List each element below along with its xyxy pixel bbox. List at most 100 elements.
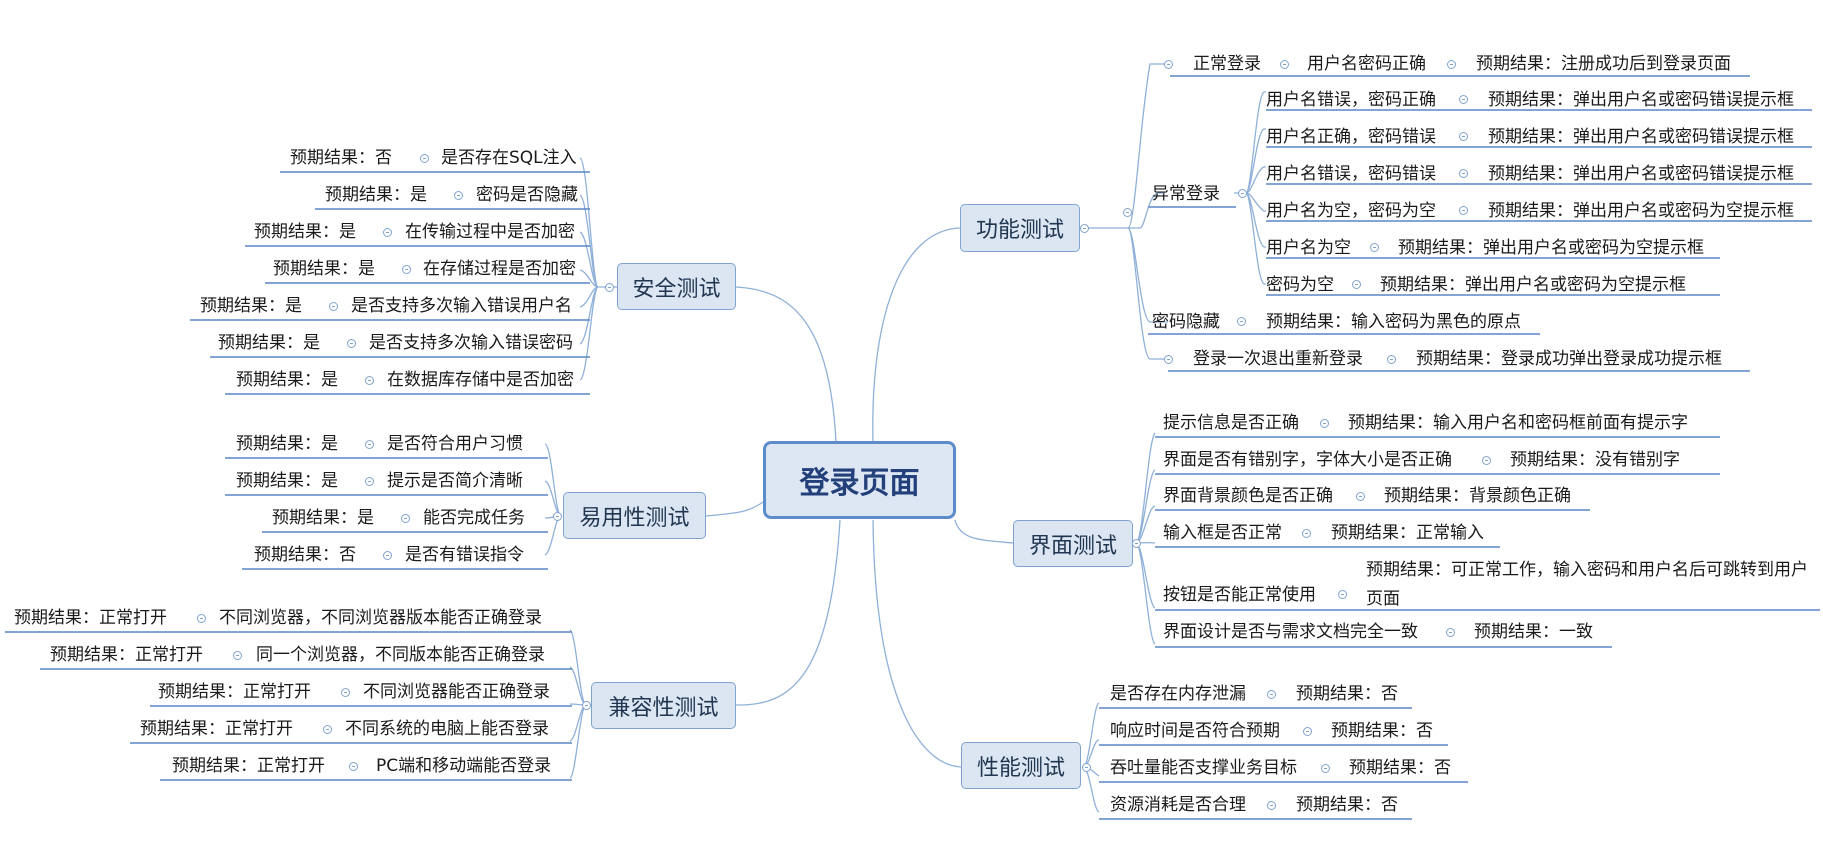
collapse-icon[interactable]: [402, 265, 411, 274]
collapse-icon[interactable]: [1446, 628, 1455, 637]
compat-result[interactable]: 预期结果：正常打开: [140, 719, 293, 739]
compat-case[interactable]: 不同浏览器，不同浏览器版本能否正确登录: [219, 608, 542, 628]
collapse-icon[interactable]: [1237, 317, 1246, 326]
security-case[interactable]: 是否支持多次输入错误密码: [369, 333, 573, 353]
func-relogin-result[interactable]: 预期结果：登录成功弹出登录成功提示框: [1416, 349, 1722, 369]
security-result[interactable]: 预期结果：是: [325, 185, 427, 205]
ui-result[interactable]: 预期结果：没有错别字: [1510, 450, 1680, 470]
compat-case[interactable]: 不同浏览器能否正确登录: [363, 682, 550, 702]
ui-case[interactable]: 输入框是否正常: [1163, 523, 1282, 543]
collapse-icon[interactable]: [365, 376, 374, 385]
func-password-hidden-result[interactable]: 预期结果：输入密码为黑色的原点: [1266, 312, 1521, 332]
collapse-icon[interactable]: [1356, 492, 1365, 501]
security-case[interactable]: 是否存在SQL注入: [441, 148, 577, 168]
abnormal-result[interactable]: 预期结果：弹出用户名或密码错误提示框: [1488, 164, 1794, 184]
collapse-icon[interactable]: [1459, 95, 1468, 104]
abnormal-result[interactable]: 预期结果：弹出用户名或密码为空提示框: [1488, 201, 1794, 221]
perf-case[interactable]: 是否存在内存泄漏: [1110, 684, 1246, 704]
collapse-icon[interactable]: [605, 283, 614, 292]
ui-case[interactable]: 提示信息是否正确: [1163, 413, 1299, 433]
usability-result[interactable]: 预期结果：否: [254, 545, 356, 565]
collapse-icon[interactable]: [197, 614, 206, 623]
ui-case[interactable]: 界面设计是否与需求文档完全一致: [1163, 622, 1418, 642]
collapse-icon[interactable]: [1303, 727, 1312, 736]
usability-result[interactable]: 预期结果：是: [236, 471, 338, 491]
collapse-icon[interactable]: [1267, 690, 1276, 699]
collapse-icon[interactable]: [454, 191, 463, 200]
abnormal-case[interactable]: 用户名错误，密码错误: [1266, 164, 1436, 184]
usability-case[interactable]: 是否符合用户习惯: [387, 434, 523, 454]
abnormal-result[interactable]: 预期结果：弹出用户名或密码错误提示框: [1488, 90, 1794, 110]
ui-case[interactable]: 界面是否有错别字，字体大小是否正确: [1163, 450, 1452, 470]
collapse-icon[interactable]: [1267, 801, 1276, 810]
usability-result[interactable]: 预期结果：是: [272, 508, 374, 528]
abnormal-result[interactable]: 预期结果：弹出用户名或密码为空提示框: [1398, 238, 1704, 258]
collapse-icon[interactable]: [365, 477, 374, 486]
compat-result[interactable]: 预期结果：正常打开: [158, 682, 311, 702]
ui-result[interactable]: 预期结果：正常输入: [1331, 523, 1484, 543]
collapse-icon[interactable]: [1164, 355, 1173, 364]
branch-ui-test[interactable]: 界面测试: [1013, 520, 1133, 567]
func-relogin[interactable]: 登录一次退出重新登录: [1193, 349, 1363, 369]
usability-case[interactable]: 是否有错误指令: [405, 545, 524, 565]
func-normal-result[interactable]: 预期结果：注册成功后到登录页面: [1476, 54, 1731, 74]
collapse-icon[interactable]: [420, 154, 429, 163]
compat-result[interactable]: 预期结果：正常打开: [50, 645, 203, 665]
perf-result[interactable]: 预期结果：否: [1296, 795, 1398, 815]
collapse-icon[interactable]: [1447, 60, 1456, 69]
compat-result[interactable]: 预期结果：正常打开: [172, 756, 325, 776]
collapse-icon[interactable]: [582, 701, 591, 710]
collapse-icon[interactable]: [1321, 764, 1330, 773]
security-case[interactable]: 在存储过程是否加密: [423, 259, 576, 279]
security-result[interactable]: 预期结果：是: [236, 370, 338, 390]
collapse-icon[interactable]: [323, 725, 332, 734]
func-abnormal-login[interactable]: 异常登录: [1152, 184, 1220, 204]
security-result[interactable]: 预期结果：是: [254, 222, 356, 242]
branch-security-test[interactable]: 安全测试: [617, 263, 736, 310]
perf-result[interactable]: 预期结果：否: [1331, 721, 1433, 741]
collapse-icon[interactable]: [553, 512, 562, 521]
collapse-icon[interactable]: [401, 514, 410, 523]
ui-result[interactable]: 预期结果：背景颜色正确: [1384, 486, 1571, 506]
security-case[interactable]: 密码是否隐藏: [476, 185, 578, 205]
abnormal-result[interactable]: 预期结果：弹出用户名或密码错误提示框: [1488, 127, 1794, 147]
collapse-icon[interactable]: [341, 688, 350, 697]
security-result[interactable]: 预期结果：是: [218, 333, 320, 353]
collapse-icon[interactable]: [1132, 539, 1141, 548]
ui-result[interactable]: 预期结果：一致: [1474, 622, 1593, 642]
collapse-icon[interactable]: [1082, 763, 1091, 772]
compat-case[interactable]: 同一个浏览器，不同版本能否正确登录: [256, 645, 545, 665]
security-result[interactable]: 预期结果：否: [290, 148, 392, 168]
collapse-icon[interactable]: [1320, 419, 1329, 428]
usability-case[interactable]: 提示是否简介清晰: [387, 471, 523, 491]
security-result[interactable]: 预期结果：是: [273, 259, 375, 279]
collapse-icon[interactable]: [383, 551, 392, 560]
compat-case[interactable]: PC端和移动端能否登录: [376, 756, 552, 776]
collapse-icon[interactable]: [1352, 280, 1361, 289]
abnormal-case[interactable]: 用户名错误，密码正确: [1266, 90, 1436, 110]
collapse-icon[interactable]: [1338, 590, 1347, 599]
compat-result[interactable]: 预期结果：正常打开: [14, 608, 167, 628]
abnormal-case[interactable]: 密码为空: [1266, 275, 1334, 295]
abnormal-case[interactable]: 用户名正确，密码错误: [1266, 127, 1436, 147]
collapse-icon[interactable]: [1459, 132, 1468, 141]
collapse-icon[interactable]: [347, 339, 356, 348]
central-topic[interactable]: 登录页面: [763, 441, 956, 519]
collapse-icon[interactable]: [1482, 456, 1491, 465]
ui-result[interactable]: 预期结果：可正常工作，输入密码和用户名后可跳转到用户页面: [1366, 560, 1808, 609]
security-case[interactable]: 在数据库存储中是否加密: [387, 370, 574, 390]
collapse-icon[interactable]: [365, 440, 374, 449]
collapse-icon[interactable]: [349, 762, 358, 771]
collapse-icon[interactable]: [1459, 169, 1468, 178]
security-case[interactable]: 是否支持多次输入错误用户名: [351, 296, 572, 316]
compat-case[interactable]: 不同系统的电脑上能否登录: [345, 719, 549, 739]
collapse-icon[interactable]: [1164, 60, 1173, 69]
abnormal-case[interactable]: 用户名为空，密码为空: [1266, 201, 1436, 221]
collapse-icon[interactable]: [1459, 206, 1468, 215]
perf-case[interactable]: 响应时间是否符合预期: [1110, 721, 1280, 741]
func-password-hidden[interactable]: 密码隐藏: [1152, 312, 1220, 332]
abnormal-result[interactable]: 预期结果：弹出用户名或密码为空提示框: [1380, 275, 1686, 295]
abnormal-case[interactable]: 用户名为空: [1266, 238, 1351, 258]
branch-functional-test[interactable]: 功能测试: [960, 204, 1080, 252]
branch-performance-test[interactable]: 性能测试: [961, 742, 1081, 789]
